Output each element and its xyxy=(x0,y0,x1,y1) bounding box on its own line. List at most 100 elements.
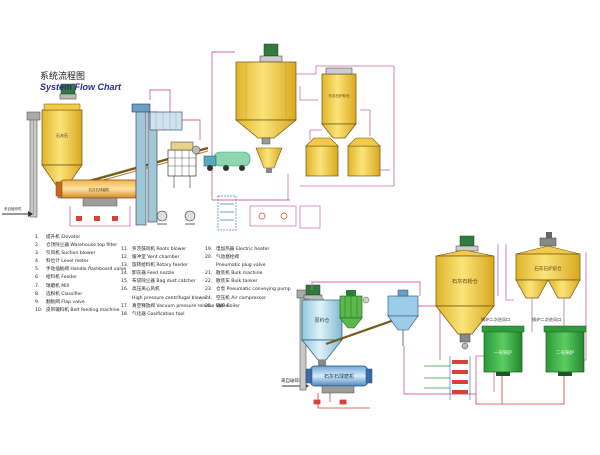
legend-item: 18.气化器 Gasification tool xyxy=(121,311,228,319)
legend-item-text: High pressure centrifugal blower xyxy=(132,295,208,301)
ball-mill-upper: 石灰石球磨机 xyxy=(55,179,143,207)
svg-text:石灰石球磨机: 石灰石球磨机 xyxy=(89,187,110,192)
lime-powder-silo-upper xyxy=(235,43,297,145)
legend-item-text: Pneumatic plug valve xyxy=(216,263,266,269)
legend-item-text: 引风机 Suction blower xyxy=(46,251,96,257)
boiler-upper-2 xyxy=(347,137,381,177)
legend-item: 24.空压机 Air compressor xyxy=(205,295,291,303)
legend-item-text: 散装机 Bulk machine xyxy=(216,271,263,277)
legend-item-number: 1. xyxy=(35,235,40,240)
legend-item-number: 6. xyxy=(35,275,40,281)
svg-text:来自破碎机: 来自破碎机 xyxy=(4,206,22,211)
legend-item-text: 翻板阀 Flap valve xyxy=(46,299,85,305)
legend-item-number: 19. xyxy=(205,247,213,252)
pipe-network-upper-right xyxy=(287,65,395,200)
boiler-silo-label: 石灰石炉前仓 xyxy=(534,265,562,272)
legend-item: 9. 翻板阀 Flap valve xyxy=(35,299,126,307)
boiler-upper-1 xyxy=(305,137,339,177)
legend-item: 23.仓泵 Pneumatic conveying pump xyxy=(205,286,291,294)
legend-item-number: 10. xyxy=(35,307,43,313)
legend-item: 5.手动插板阀 Handle flashboard valve xyxy=(35,266,126,274)
bag-dust-catcher-upper xyxy=(149,111,183,131)
mill-label: 石灰石球磨机 xyxy=(324,373,354,380)
legend-item-number: 18. xyxy=(121,311,129,317)
legend-item-number: 17. xyxy=(121,303,129,309)
valve-ladder-lower xyxy=(424,356,471,400)
legend-item: 19.电加热器 Electric heater xyxy=(205,246,291,254)
legend-item-number: 5. xyxy=(35,267,40,273)
legend-item-number: 21. xyxy=(205,271,213,277)
legend-item: 14.卸灰器 Feed nozzle xyxy=(121,270,228,278)
legend-item-text: 选粉机 Classifier xyxy=(46,291,83,297)
boiler2-label: 二号锅炉 xyxy=(556,349,575,356)
pneumatic-station-upper xyxy=(217,195,321,231)
legend-item-text: 气动塞栓阀 xyxy=(216,255,239,261)
legend-item: 22.散装车 Bulk tanker xyxy=(205,278,291,286)
bulk-tanker xyxy=(203,151,251,171)
feed-in-arrow-upper: 来自破碎机 xyxy=(2,206,33,217)
legend-item: 12.缓冲室 Vent chamber xyxy=(121,254,228,262)
legend-item-number: 14. xyxy=(121,271,129,277)
legend-item: 4. 料位计 Level meter xyxy=(35,258,126,266)
legend-item-text: 提升机 Elevator xyxy=(46,235,81,240)
red-feed-lines-boilers xyxy=(475,376,565,405)
legend-item-text: 仓泵 Pneumatic conveying pump xyxy=(216,287,291,293)
raw-material-silo: 原料仓 xyxy=(301,284,343,366)
roots-blowers-upper xyxy=(156,145,201,225)
legend-item-text: 旋转给料机 Rotary feeder xyxy=(132,263,188,269)
boiler1-label: 一号锅炉 xyxy=(494,349,513,356)
legend-item-text: 罗茨鼓风机 Roots blower xyxy=(132,247,187,252)
legend-item-text: 给料机 Feeder xyxy=(46,275,77,281)
boiler-front-silo-upper: 石灰石炉前仓 xyxy=(321,67,357,139)
legend-item-text: 空压机 Air compressor xyxy=(216,295,266,301)
belt-conveyor-lower xyxy=(325,316,401,346)
boiler2-inlet-label: 锅炉二次进风口 xyxy=(532,316,561,323)
legend-item-number: 7. xyxy=(35,283,40,289)
legend-item: 21.散装机 Bulk machine xyxy=(205,270,291,278)
legend-item-text: 气化器 Gasification tool xyxy=(132,311,185,317)
legend-item-text: 散装车 Bulk tanker xyxy=(216,279,258,285)
feed-in-label: 来自破碎机 xyxy=(281,377,304,384)
legend-item: 1. 提升机 Elevator xyxy=(35,234,126,242)
legend-item: High pressure centrifugal blower xyxy=(121,295,228,303)
silo-roof xyxy=(43,103,81,111)
legend-item-number: 9. xyxy=(35,299,40,305)
red-return-lines xyxy=(313,393,370,409)
legend-item-text: 电加热器 Electric heater xyxy=(216,247,270,252)
legend-item-number: 22. xyxy=(205,279,213,285)
boiler-front-silo-lower: 石灰石炉前仓 xyxy=(515,232,581,299)
legend-item-number: 2. xyxy=(35,243,40,249)
lime-powder-silo-lower: 石灰石粉仓 xyxy=(435,235,495,350)
legend-column-2: 11.罗茨鼓风机 Roots blower 12.缓冲室 Vent chamber… xyxy=(121,246,228,319)
bag-dust-catcher-lower xyxy=(339,290,370,329)
elevator-1 xyxy=(26,111,41,218)
legend-item-number: 11. xyxy=(121,247,129,252)
boiler1-inlet-label: 锅炉二次进风口 xyxy=(481,316,510,323)
title-chinese: 系统流程图 xyxy=(40,72,86,82)
legend-item-number: 20. xyxy=(205,255,213,261)
legend-item-number: 4. xyxy=(35,259,40,265)
legend-item: 6. 给料机 Feeder xyxy=(35,274,126,282)
legend-item: 17.真空释放阀 Vacuum pressure release valve xyxy=(121,303,228,311)
legend-item-number: 8. xyxy=(35,291,40,297)
legend-column-1: 1. 提升机 Elevator 2. 仓顶除尘器 Warehouse top filt… xyxy=(35,234,126,315)
legend-item: 10.皮带输料机 Belt feeding machine xyxy=(35,307,126,315)
legend-item-number: 13. xyxy=(121,263,129,269)
legend-item-number: 3. xyxy=(35,251,40,257)
legend-item: 16.高压离心风机 xyxy=(121,286,228,294)
legend-item: 3. 引风机 Suction blower xyxy=(35,250,126,258)
legend-item-text: 料位计 Level meter xyxy=(46,259,89,265)
classifier-upper xyxy=(167,141,197,188)
legend-item-text: 仓顶除尘器 Warehouse top filter xyxy=(46,243,118,249)
legend-item: 7.球磨机 Mill xyxy=(35,283,126,291)
svg-text:石灰石: 石灰石 xyxy=(56,132,68,138)
valve-group-upper-left xyxy=(69,206,131,227)
legend-item-number: 24. xyxy=(205,295,213,301)
classifier-lower xyxy=(387,289,419,346)
legend-item-text: 高压离心风机 xyxy=(132,287,160,293)
legend-item-text: 锅炉 Boiler xyxy=(216,303,240,309)
legend-item: 8. 选粉机 Classifier xyxy=(35,291,126,299)
